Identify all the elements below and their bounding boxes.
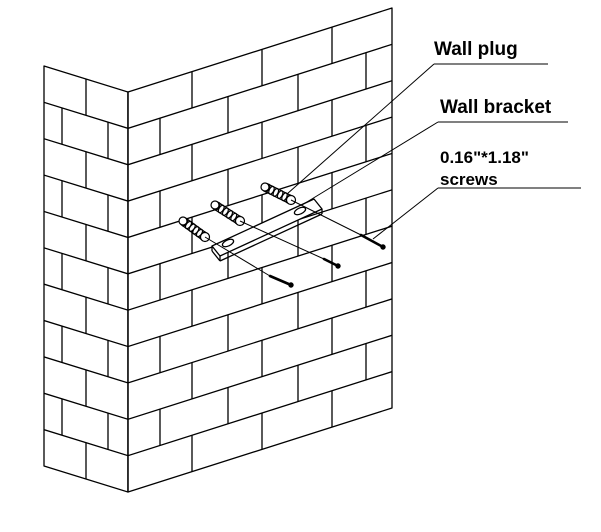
plug-edge — [184, 217, 208, 235]
bracket-slot — [293, 206, 307, 216]
mortar-line — [128, 371, 392, 457]
bracket-edge — [211, 250, 221, 262]
plug-edge — [266, 182, 294, 197]
screw-axis — [290, 199, 362, 236]
plug-tip — [178, 216, 188, 226]
brick-wall — [43, 7, 393, 493]
screw-shaft — [359, 233, 385, 249]
mortar-line — [128, 80, 392, 166]
screws-label: screws — [440, 170, 498, 189]
screw-size-label: 0.16"*1.18" — [440, 148, 529, 167]
leader-line — [301, 121, 439, 206]
wall-plugs — [178, 182, 297, 243]
wall-plug-label: Wall plug — [434, 39, 518, 60]
leader-lines — [286, 63, 581, 240]
mortar-line — [128, 225, 392, 311]
right-face-bricks — [128, 27, 392, 472]
wall-bracket — [211, 198, 323, 262]
wall-bracket-label: Wall bracket — [440, 97, 552, 118]
wall-plug — [178, 216, 211, 243]
mortar-line — [128, 152, 392, 239]
plug-edge — [262, 190, 290, 205]
leader-line — [372, 187, 439, 240]
mortar-line — [128, 261, 392, 348]
leader-line — [286, 63, 435, 195]
screw-head — [288, 282, 294, 288]
screw-head — [380, 244, 386, 250]
mortar-line — [128, 43, 392, 129]
plug-edge — [212, 207, 239, 225]
plug-tip — [210, 200, 220, 210]
screw — [239, 220, 341, 269]
plug-tip — [260, 182, 270, 192]
plug-edge — [216, 201, 243, 219]
screw — [204, 236, 294, 288]
bracket-edge — [219, 213, 323, 262]
left-face-bricks — [44, 79, 128, 479]
screw — [290, 199, 386, 250]
screws — [204, 199, 386, 288]
wall-plug — [260, 182, 297, 206]
mortar-line — [128, 334, 392, 420]
plug-edge — [180, 223, 204, 241]
screw-head — [335, 263, 341, 269]
screw-axis — [204, 236, 271, 277]
wall-plug — [210, 200, 246, 227]
screw-shaft — [268, 274, 293, 287]
wall-right-face — [127, 7, 393, 493]
mortar-line — [128, 116, 392, 202]
wall-left-face — [43, 65, 129, 493]
mortar-line — [128, 298, 392, 384]
bracket-slot — [221, 238, 235, 248]
screw-axis — [239, 220, 325, 260]
